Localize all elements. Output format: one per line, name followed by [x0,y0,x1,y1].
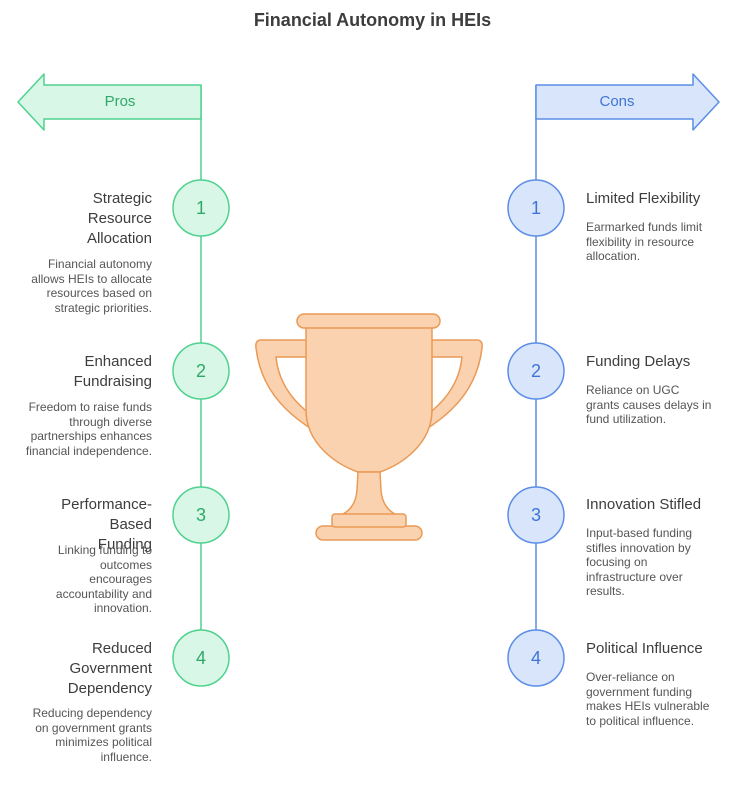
pros-circle-2 [172,342,230,400]
pros-description-3: Linking funding to outcomes encourages a… [55,543,152,615]
cons-number-3: 3 [530,505,541,525]
cons-circle-3 [507,486,565,544]
pros-circle-3 [172,486,230,544]
trophy-rim [296,313,441,329]
pros-number-4: 4 [195,648,206,668]
diagram-title: Financial Autonomy in HEIs [253,10,492,30]
cons-number-1: 1 [530,198,541,218]
cons-heading-3: Innovation Stifled [586,496,702,513]
cons-number-4: 4 [530,648,541,668]
cons-description-2: Reliance on UGC grants causes delays in … [586,383,712,426]
pros-number-1: 1 [195,198,206,218]
cons-description-3: Input-based funding stifles innovation b… [586,526,693,598]
pros-description-1: Financial autonomy allows HEIs to alloca… [31,257,152,315]
cons-circle-2 [507,342,565,400]
cons-circle-1 [507,179,565,237]
cons-heading-2: Funding Delays [586,353,691,370]
trophy-icon [255,313,483,541]
cons-heading-1: Limited Flexibility [586,190,701,207]
pros-label: Pros [104,93,136,110]
cons-description-4: Over-reliance on government funding make… [586,670,710,728]
pros-number-2: 2 [195,361,206,381]
cons-number-2: 2 [530,361,541,381]
pros-description-2: Freedom to raise funds through diverse p… [25,400,152,458]
cons-arrow [535,73,720,131]
cons-circle-4 [507,629,565,687]
cons-heading-4: Political Influence [586,640,703,657]
pros-arrow [17,73,202,131]
trophy-base [315,525,423,541]
cons-label: Cons [599,93,635,110]
pros-heading-3: Performance-Based Funding [61,496,152,553]
pros-circle-1 [172,179,230,237]
pros-heading-4: Reduced Government Dependency [67,640,152,697]
trophy-base-top [331,513,407,528]
pros-number-3: 3 [195,505,206,525]
pros-description-4: Reducing dependency on government grants… [32,706,152,764]
trophy-cup [305,326,433,473]
cons-description-1: Earmarked funds limit flexibility in res… [586,220,703,263]
trophy-stem [340,471,398,516]
pros-heading-2: Enhanced Fundraising [73,353,152,390]
pros-circle-4 [172,629,230,687]
pros-heading-1: Strategic Resource Allocation [86,190,152,247]
